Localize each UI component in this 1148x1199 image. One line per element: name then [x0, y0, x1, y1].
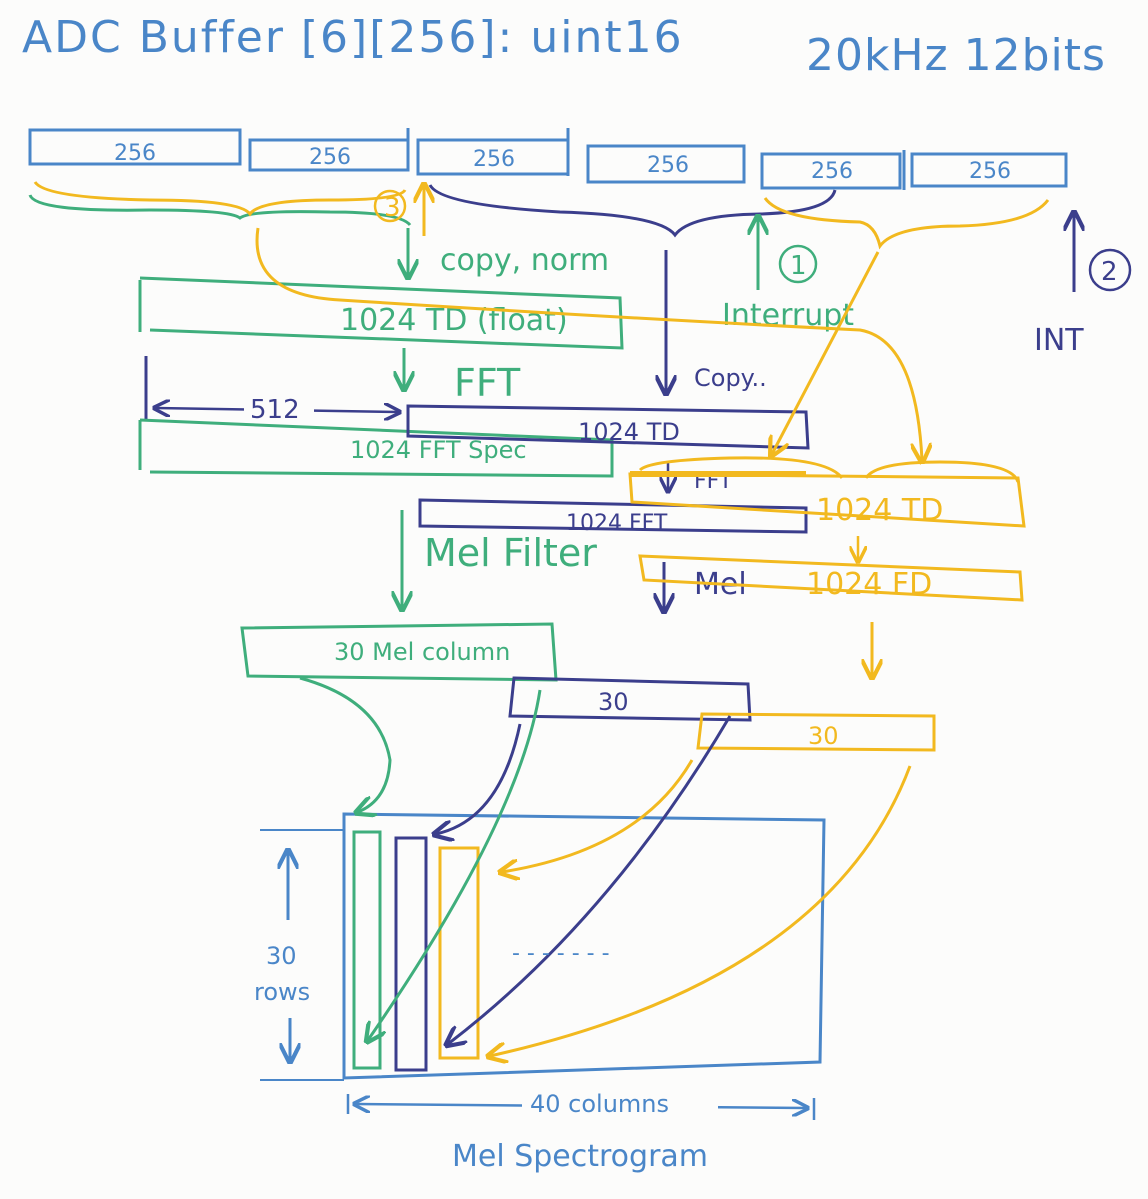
yellow-data-line: [255, 227, 922, 460]
adc-block-6: [910, 152, 1068, 188]
yellow-column-diagonal: [490, 765, 912, 1056]
columns-label: 40 columns: [530, 1090, 669, 1118]
adc-block-6-label: 256: [969, 159, 1011, 184]
green-fft-spec-box: [138, 418, 614, 478]
adc-block-1-label: 256: [114, 141, 156, 166]
adc-block-5: [760, 152, 902, 190]
yellow-brace-mid: [638, 456, 1020, 483]
green-to-spectrogram-curve: [299, 676, 392, 812]
spectrogram-title: Mel Spectrogram: [452, 1139, 708, 1174]
adc-block-5-label: 256: [811, 159, 853, 184]
spectrogram-dots: - - - - - - -: [512, 941, 610, 966]
step-2-label: 2: [1101, 257, 1118, 287]
adc-spec: 20kHz 12bits: [806, 30, 1106, 81]
step-3-label: 3: [384, 193, 401, 223]
yellow-td-label: 1024 TD: [816, 493, 943, 528]
adc-block-1: [28, 128, 242, 166]
navy-copy-label: Copy..: [694, 364, 767, 392]
navy-spectrogram-column: [394, 836, 428, 1072]
step-1-label: 1: [790, 251, 807, 281]
yellow-column-label: 30: [808, 722, 839, 750]
adc-block-3-label: 256: [473, 147, 515, 172]
navy-column-diagonal: [448, 715, 732, 1044]
yellow-fd-label: 1024 FD: [806, 567, 932, 602]
adc-block-4-label: 256: [647, 153, 689, 178]
navy-fft-buffer-label: 1024 FFT: [566, 511, 668, 536]
green-copy-norm-label: copy, norm: [440, 243, 609, 278]
rows-count: 30: [266, 942, 297, 970]
green-td-box: [138, 276, 624, 350]
green-mel-column-label: 30 Mel column: [334, 638, 510, 666]
yellow-brace-left: [33, 181, 407, 217]
navy-to-spectrogram-curve: [436, 723, 522, 834]
adc-block-4: [586, 144, 746, 184]
half-width-label: 512: [250, 395, 300, 425]
navy-td-label: 1024 TD: [578, 418, 680, 446]
adc-buffer: [28, 128, 1068, 190]
green-mel-filter-label: Mel Filter: [424, 531, 597, 575]
green-fft-spec-label: 1024 FFT Spec: [350, 436, 527, 464]
green-fft-label: FFT: [454, 361, 521, 405]
green-column-diagonal: [368, 689, 542, 1040]
step-3-circle: [373, 189, 407, 223]
yellow-brace-right: [763, 197, 1050, 250]
navy-column-label: 30: [598, 688, 629, 716]
diagram-title: ADC Buffer [6][256]: uint16: [22, 12, 684, 63]
green-brace: [28, 194, 412, 227]
navy-brace: [428, 184, 837, 238]
navy-td-box: [406, 404, 810, 450]
yellow-to-spectrogram-curve: [502, 759, 694, 872]
yellow-diagonal-arrow: [772, 251, 880, 454]
step-2-circle: [1088, 248, 1132, 292]
green-td-label: 1024 TD (float): [340, 303, 568, 338]
int-label: INT: [1034, 323, 1084, 358]
yellow-column-box: [696, 712, 936, 752]
adc-block-2-label: 256: [309, 145, 351, 170]
step-1-circle: [778, 244, 818, 284]
yellow-spectrogram-column: [438, 846, 480, 1060]
navy-column-box: [508, 676, 752, 722]
yellow-fd-box: [638, 554, 1024, 602]
green-spectrogram-column: [352, 830, 382, 1070]
rows-label: rows: [254, 978, 310, 1006]
yellow-td-box: [628, 472, 1026, 528]
